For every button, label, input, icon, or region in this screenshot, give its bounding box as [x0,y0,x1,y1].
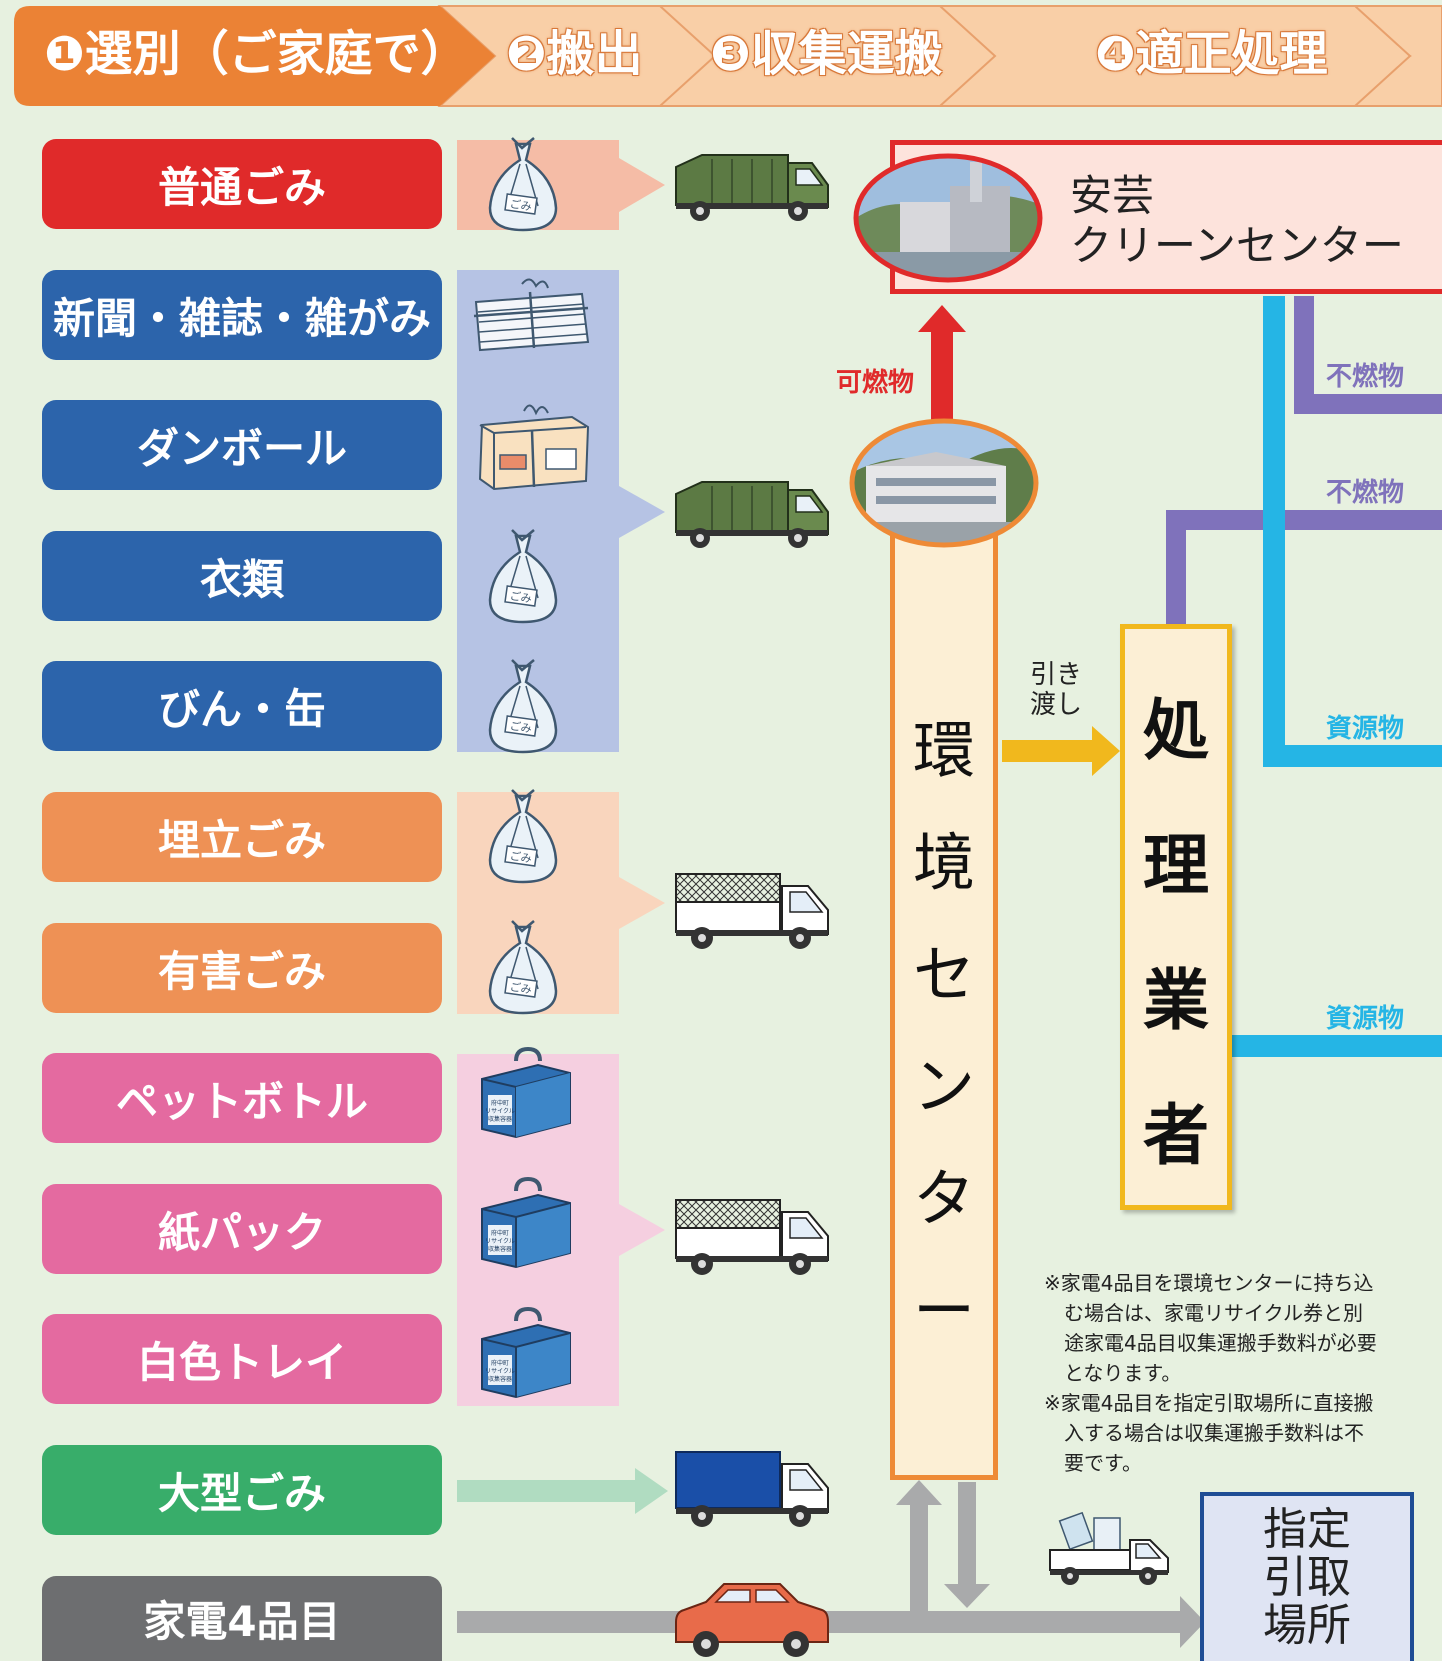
facility-shitei-hikitori: 指定 引取 場所 [1200,1492,1414,1661]
category-pet-bottle: ペットボトル [42,1053,442,1143]
category-umetate: 埋立ごみ [42,792,442,882]
category-irui: 衣類 [42,531,442,621]
chevron-1 [14,6,495,106]
recycle-container-icon: 府中町リサイクル収集容器 [481,1046,571,1139]
kaden-arrow-head [1180,1596,1205,1648]
label-hikiwatashi-2: 渡し [1030,690,1083,720]
kaden-down-head [944,1584,990,1608]
kankyo-center-photo [849,418,1039,548]
process-header: ❶選別（ご家庭で） ❷搬出 ❸収集運搬 ❹適正処理 [0,0,1442,112]
kaden-up-head [896,1480,942,1505]
panel-futsu-arrow [619,158,665,212]
appliance-truck-icon [1049,1511,1169,1585]
newspaper-bundle-icon [473,278,590,352]
step-3-label: ❸収集運搬 [710,26,943,82]
label-funen-2: 不燃物 [1326,478,1405,508]
note-2-line-2: 入する場合は収集運搬手数料は不 [1064,1421,1364,1445]
panel-pet-arrow [619,1204,665,1256]
bag-label: ごみ [509,849,533,866]
garbage-truck-icon [675,481,829,548]
garbage-bag-icon: ごみ [488,920,558,1015]
note-1-line-4: となります。 [1064,1361,1182,1385]
category-danboru: ダンボール [42,400,442,490]
aki-line1: 安芸 [1070,171,1155,220]
bag-label: ごみ [509,197,533,214]
note-2-line-3: 要です。 [1064,1451,1142,1475]
facility-shori-gyosha: 処理業者 [1120,624,1232,1210]
garbage-bag-icon: ごみ [488,137,558,232]
hikiwatashi-arrow-shaft [1002,740,1094,762]
flatbed-truck-icon [675,1199,829,1275]
note-1-line-3: 途家電4品目収集運搬手数料が必要 [1064,1331,1377,1355]
category-hakushoku-tray: 白色トレイ [42,1314,442,1404]
kanensei-arrow-head [918,305,966,332]
container-label: 府中町リサイクル収集容器 [485,1229,515,1253]
kaden-up-shaft [910,1505,928,1615]
category-bin-kan: びん・缶 [42,661,442,751]
recycle-container-icon: 府中町リサイクル収集容器 [481,1306,571,1399]
kaden-down-shaft [958,1482,976,1584]
shigen-line-1 [1263,296,1442,767]
garbage-bag-icon: ごみ [488,529,558,624]
label-kanensei: 可燃物 [836,368,915,398]
garbage-bag-icon: ごみ [488,789,558,884]
label-shigen-2: 資源物 [1326,1004,1405,1034]
panel-shigen-arrow [619,486,665,538]
bag-label: ごみ [509,980,533,997]
header-chevrons [14,5,1442,107]
note-2-line-1: ※家電4品目を指定引取場所に直接搬 [1044,1391,1374,1415]
facility-kankyo-center: 環境センター [890,510,998,1480]
category-shinbun: 新聞・雑誌・雑がみ [42,270,442,360]
shitei-name: 指定 引取 場所 [1204,1506,1410,1650]
step-2-label: ❷搬出 [506,26,643,82]
category-futsu-gomi: 普通ごみ [42,139,442,229]
garbage-truck-icon [675,154,829,221]
label-hikiwatashi-1: 引き [1030,660,1083,690]
kankyo-name: 環境センター [912,714,975,1347]
oogata-arrow-shaft [457,1480,637,1502]
cardboard-box-icon [478,404,590,491]
aki-name: 安芸 クリーンセンター [1070,171,1404,271]
shitei-line1: 指定 [1263,1504,1351,1555]
label-hikiwatashi: 引き 渡し [1030,660,1082,720]
aki-plant-photo [853,153,1043,283]
funen-line-1 [1294,296,1442,414]
aki-line2: クリーンセンター [1070,221,1404,270]
shitei-line2: 引取 [1263,1552,1351,1603]
notes-block: ※家電4品目を環境センターに持ち込 む場合は、家電リサイクル券と別 途家電4品目… [1044,1268,1414,1478]
gyosha-name: 処理業者 [1143,692,1209,1174]
oogata-arrow-head [635,1468,668,1514]
hikiwatashi-arrow-head [1092,726,1120,776]
category-kami-pack: 紙パック [42,1184,442,1274]
bag-label: ごみ [509,589,533,606]
label-funen-1: 不燃物 [1326,362,1405,392]
funen-line-2 [1166,510,1442,626]
category-kaden: 家電4品目 [42,1576,442,1661]
shitei-line3: 場所 [1263,1600,1351,1651]
recycle-container-icon: 府中町リサイクル収集容器 [481,1176,571,1269]
step-1-label: ❶選別（ご家庭で） [44,26,469,82]
panel-umetate-arrow [619,877,665,929]
flatbed-truck-icon [675,873,829,949]
garbage-bag-icon: ごみ [488,659,558,754]
bag-label: ごみ [509,719,533,736]
kanensei-arrow-shaft [931,330,953,420]
note-1-line-2: む場合は、家電リサイクル券と別 [1064,1301,1363,1325]
container-label: 府中町リサイクル収集容器 [485,1099,515,1123]
container-label: 府中町リサイクル収集容器 [485,1359,515,1383]
note-1-line-1: ※家電4品目を環境センターに持ち込 [1044,1271,1374,1295]
category-yugai: 有害ごみ [42,923,442,1013]
step-4-label: ❹適正処理 [1095,26,1328,82]
car-icon [675,1583,829,1657]
category-oogata: 大型ごみ [42,1445,442,1535]
box-truck-icon [675,1451,829,1527]
label-shigen-1: 資源物 [1326,714,1405,744]
